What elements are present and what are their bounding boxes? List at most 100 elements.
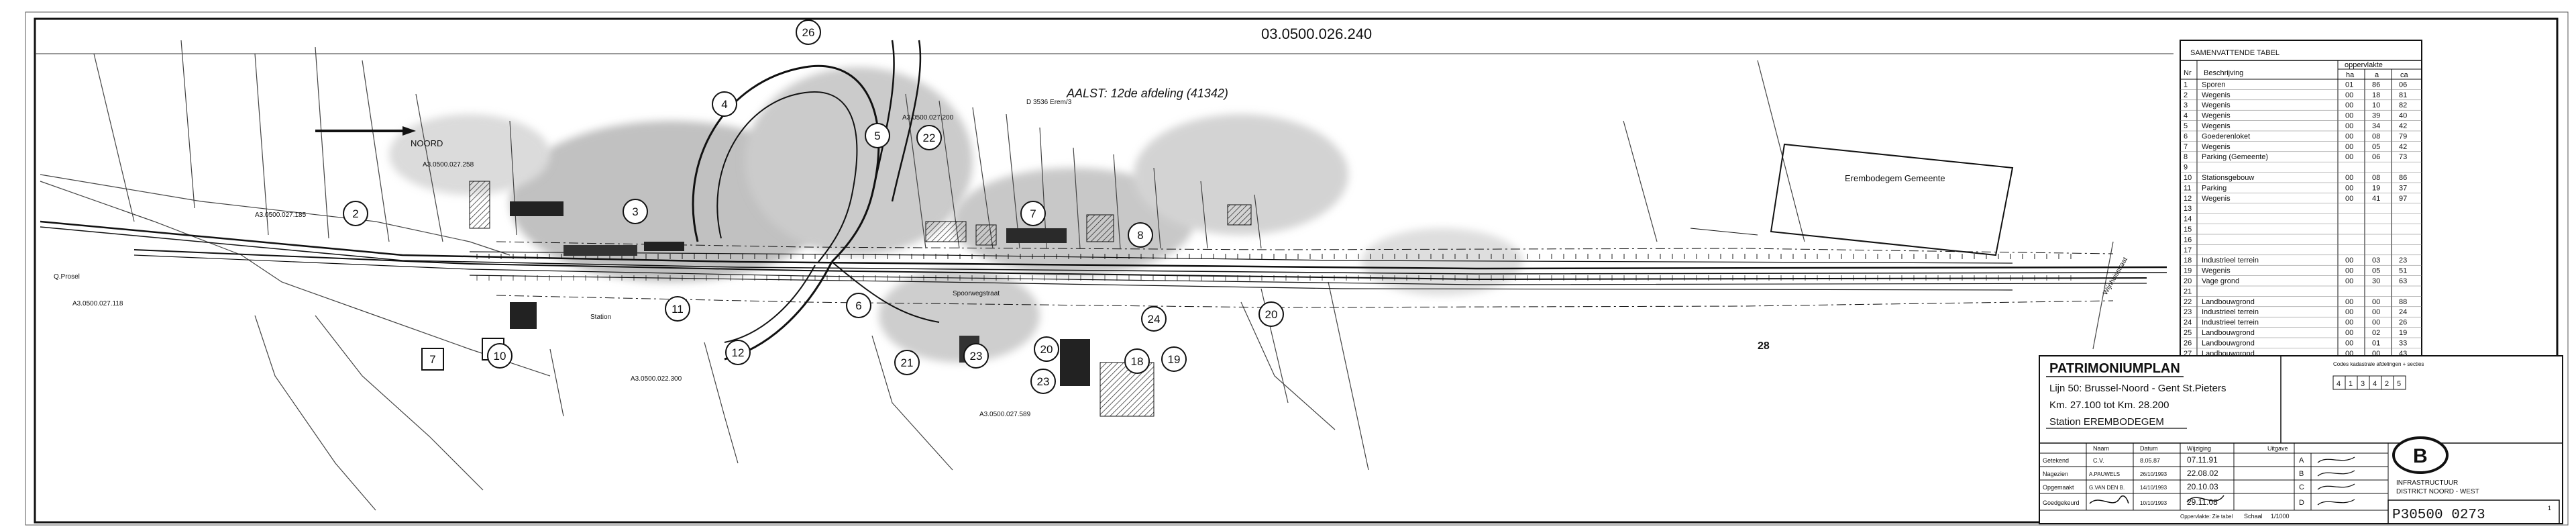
ref-label-g: D 3536 Erem/3 <box>1026 99 1072 106</box>
parcel-number-text: 6 <box>855 299 861 312</box>
summary-cell-desc: Industrieel terrein <box>2202 308 2259 316</box>
summary-cell-ha: 00 <box>2345 174 2353 182</box>
summary-cell-nr: 16 <box>2184 236 2192 244</box>
parcel-number: 7 <box>421 348 444 371</box>
summary-cell-a: 86 <box>2372 81 2380 89</box>
parcel-number: 10 <box>487 343 513 369</box>
col-ha-header: ha <box>2346 71 2355 79</box>
parcel-number-text: 20 <box>1040 343 1053 356</box>
summary-cell-ha: 00 <box>2345 91 2353 99</box>
summary-cell-ca: 23 <box>2399 256 2407 265</box>
summary-cell-ca: 42 <box>2399 143 2407 151</box>
parcel-number-text: 21 <box>901 356 914 369</box>
uitgave-letter: B <box>2299 470 2304 478</box>
summary-cell-nr: 6 <box>2184 132 2188 140</box>
summary-cell-ha: 00 <box>2345 319 2353 327</box>
name-2: A.PAUWELS <box>2089 471 2120 477</box>
parcel-number-text: 24 <box>1148 313 1161 326</box>
parcel-number-text: 8 <box>1137 229 1143 242</box>
school-enclosure <box>1690 143 2014 256</box>
parcel-number-text: 7 <box>1030 207 1036 220</box>
summary-cell-nr: 10 <box>2184 174 2192 182</box>
summary-cell-ca: 63 <box>2399 277 2407 285</box>
summary-cell-desc: Wegenis <box>2202 143 2231 151</box>
summary-cell-desc: Stationsgebouw <box>2202 174 2254 182</box>
summary-cell-a: 00 <box>2372 298 2380 306</box>
parcel-number: 24 <box>1141 306 1167 332</box>
summary-cell-a: 18 <box>2372 91 2380 99</box>
summary-cell-nr: 5 <box>2184 122 2188 130</box>
date-2: 26/10/1993 <box>2140 471 2167 477</box>
summary-cell-nr: 13 <box>2184 205 2192 213</box>
uitgave-letter: A <box>2299 457 2304 465</box>
parcel-number: 20 <box>1034 336 1059 362</box>
summary-cell-ca: 06 <box>2399 81 2407 89</box>
summary-cell-nr: 7 <box>2184 143 2188 151</box>
summary-cell-nr: 15 <box>2184 226 2192 234</box>
summary-cell-ha: 00 <box>2345 122 2353 130</box>
summary-cell-ha: 00 <box>2345 329 2353 337</box>
summary-table-row: 14 <box>2180 215 2422 224</box>
summary-cell-nr: 18 <box>2184 256 2192 265</box>
summary-cell-nr: 25 <box>2184 329 2192 337</box>
parcel-number-text: 18 <box>1131 355 1144 368</box>
summary-table-title: SAMENVATTENDE TABEL <box>2190 49 2279 57</box>
parcel-number-text: 10 <box>494 350 506 363</box>
summary-cell-a: 00 <box>2372 308 2380 316</box>
hdr-datum: Datum <box>2140 445 2158 452</box>
summary-cell-nr: 23 <box>2184 308 2192 316</box>
summary-cell-ca: 97 <box>2399 195 2407 203</box>
hdr-uitgave: Uitgave <box>2267 445 2288 452</box>
summary-cell-desc: Wegenis <box>2202 91 2231 99</box>
street-label-left: Q.Prosel <box>54 273 80 281</box>
parcel-number-text: 4 <box>721 98 727 111</box>
summary-cell-a: 30 <box>2372 277 2380 285</box>
summary-cell-ha: 00 <box>2345 153 2353 161</box>
summary-cell-desc: Wegenis <box>2202 195 2231 203</box>
hdr-wijziging: Wijziging <box>2187 445 2211 452</box>
summary-cell-nr: 22 <box>2184 298 2192 306</box>
summary-cell-nr: 12 <box>2184 195 2192 203</box>
scale-label: Schaal <box>2244 513 2263 520</box>
parcel-number-text: 2 <box>352 207 358 220</box>
summary-table: SAMENVATTENDE TABEL Nr Beschrijving oppe… <box>2180 40 2422 379</box>
ref-label-a: A3.0500.027.118 <box>72 300 123 307</box>
station-name: Station EREMBODEGEM <box>2049 416 2164 428</box>
summary-cell-a: 08 <box>2372 132 2380 140</box>
summary-cell-desc: Wegenis <box>2202 122 2231 130</box>
revision-2: 22.08.02 <box>2187 469 2218 478</box>
ref-label-c: A3.0500.027.185 <box>255 211 307 219</box>
summary-table-row: 9 <box>2180 164 2422 173</box>
scan-smudges <box>389 67 1523 363</box>
summary-cell-desc: Industrieel terrein <box>2202 256 2259 265</box>
parcel-number-text: 23 <box>970 350 983 363</box>
role-getekend: Getekend <box>2043 457 2069 464</box>
date-1: 8.05.87 <box>2140 457 2160 464</box>
summary-cell-nr: 4 <box>2184 112 2188 120</box>
summary-cell-desc: Wegenis <box>2202 101 2231 109</box>
role-goedgekeurd: Goedgekeurd <box>2043 499 2080 506</box>
summary-cell-ca: 88 <box>2399 298 2407 306</box>
summary-cell-ha: 00 <box>2345 298 2353 306</box>
station-label: Station <box>590 314 611 321</box>
parcel-number: 5 <box>865 123 890 148</box>
summary-cell-ca: 81 <box>2399 91 2407 99</box>
summary-cell-ha: 00 <box>2345 184 2353 192</box>
date-4: 10/10/1993 <box>2140 500 2167 506</box>
summary-cell-a: 02 <box>2372 329 2380 337</box>
summary-cell-ca: 79 <box>2399 132 2407 140</box>
summary-cell-desc: Parking <box>2202 184 2226 192</box>
summary-cell-nr: 1 <box>2184 81 2188 89</box>
summary-cell-ca: 33 <box>2399 339 2407 347</box>
summary-cell-ha: 00 <box>2345 101 2353 109</box>
